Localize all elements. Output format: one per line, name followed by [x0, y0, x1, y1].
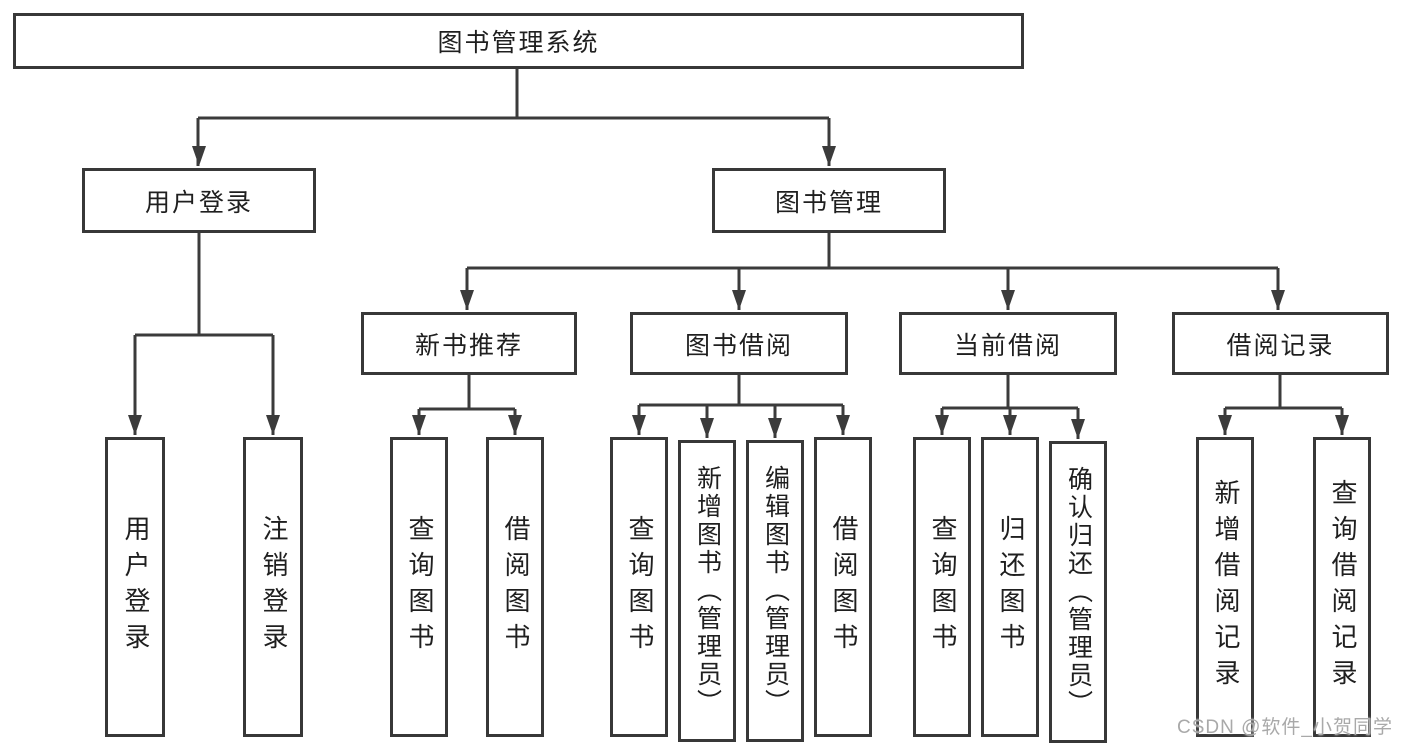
connector-user-login-branch: [128, 233, 280, 435]
node-new-book-recommend: 新书推荐: [361, 312, 577, 375]
node-root: 图书管理系统: [13, 13, 1024, 69]
node-borrow-books-recommend-label: 借阅图书: [501, 515, 530, 659]
node-borrowing-records-label: 借阅记录: [1226, 332, 1335, 360]
node-return-books: 归还图书: [981, 437, 1039, 737]
node-book-management: 图书管理: [712, 168, 946, 233]
node-book-management-label: 图书管理: [774, 189, 883, 217]
node-borrow-books-borrowing-label: 借阅图书: [829, 515, 858, 659]
node-query-books-borrowing-label: 查询图书: [625, 515, 654, 659]
csdn-watermark: CSDN @软件_小贺同学: [1177, 717, 1393, 738]
connector-book-mgmt-branch: [460, 233, 1285, 310]
node-borrow-books-borrowing: 借阅图书: [814, 437, 872, 737]
node-current-borrowing-label: 当前借阅: [953, 332, 1062, 360]
node-query-books-current-label: 查询图书: [928, 515, 957, 659]
node-query-borrow-record-label: 查询借阅记录: [1328, 479, 1357, 695]
node-add-borrow-record-label: 新增借阅记录: [1211, 479, 1240, 695]
node-user-login-action-label: 用户登录: [121, 515, 150, 659]
node-new-book-recommend-label: 新书推荐: [414, 332, 523, 360]
node-root-label: 图书管理系统: [437, 30, 600, 57]
node-query-books-recommend-label: 查询图书: [405, 515, 434, 659]
node-logout-action: 注销登录: [243, 437, 303, 737]
connector-borrowing-branch: [632, 375, 850, 438]
node-current-borrowing: 当前借阅: [899, 312, 1117, 375]
node-logout-action-label: 注销登录: [259, 515, 288, 659]
connector-current-branch: [935, 375, 1085, 439]
node-user-login: 用户登录: [82, 168, 316, 233]
node-book-borrowing: 图书借阅: [630, 312, 848, 375]
node-confirm-return-admin-label: 确认归还（管理员）: [1064, 466, 1092, 718]
node-query-books-recommend: 查询图书: [390, 437, 448, 737]
node-borrowing-records: 借阅记录: [1172, 312, 1389, 375]
node-user-login-label: 用户登录: [144, 189, 253, 217]
node-borrow-books-recommend: 借阅图书: [486, 437, 544, 737]
node-confirm-return-admin: 确认归还（管理员）: [1049, 441, 1107, 743]
node-add-books-admin-label: 新增图书（管理员）: [693, 465, 721, 717]
node-return-books-label: 归还图书: [996, 515, 1025, 659]
connector-records-branch: [1218, 375, 1349, 435]
node-add-borrow-record: 新增借阅记录: [1196, 437, 1254, 737]
node-query-books-borrowing: 查询图书: [610, 437, 668, 737]
node-query-borrow-record: 查询借阅记录: [1313, 437, 1371, 737]
connector-new-books-branch: [412, 375, 522, 435]
connector-root-to-level2: [192, 69, 836, 166]
node-book-borrowing-label: 图书借阅: [684, 332, 793, 360]
node-add-books-admin: 新增图书（管理员）: [678, 440, 736, 742]
node-query-books-current: 查询图书: [913, 437, 971, 737]
node-edit-books-admin: 编辑图书（管理员）: [746, 440, 804, 742]
node-user-login-action: 用户登录: [105, 437, 165, 737]
node-edit-books-admin-label: 编辑图书（管理员）: [761, 465, 789, 717]
